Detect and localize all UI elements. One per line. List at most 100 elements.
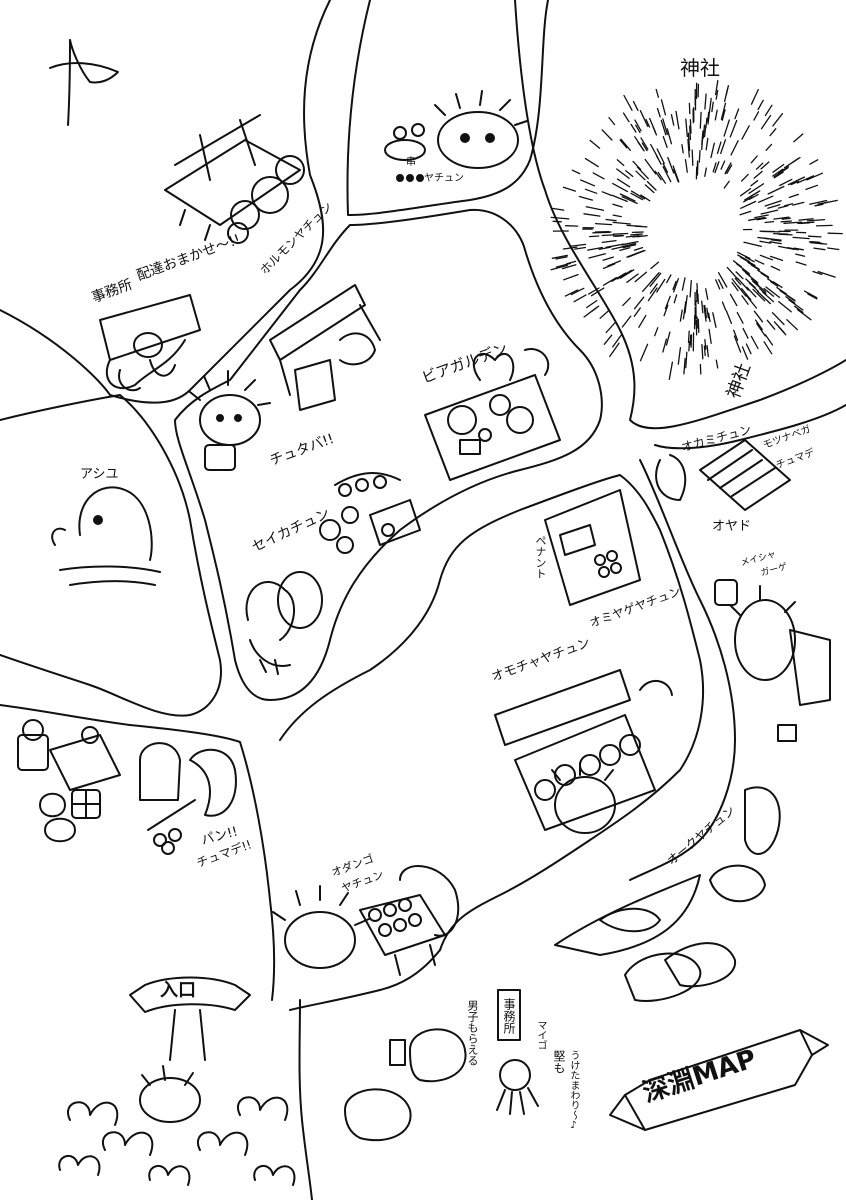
forest-hatch	[574, 295, 586, 302]
forest-hatch	[635, 297, 644, 309]
forest-hatch	[754, 282, 766, 292]
forest-hatch	[650, 273, 661, 286]
okami-inn-icon	[656, 440, 790, 510]
forest-hatch	[713, 313, 716, 328]
hormone-stall-icon	[165, 115, 304, 243]
forest-hatch	[663, 167, 671, 182]
forest-hatch	[620, 248, 630, 251]
forest-hatch	[758, 100, 763, 109]
forest-hatch	[761, 273, 769, 278]
entrance-bushes-icon	[59, 1066, 294, 1185]
forest-hatch	[650, 119, 656, 133]
forest-hatch	[777, 288, 786, 294]
forest-hatch	[770, 129, 776, 136]
forest-hatch	[676, 111, 679, 128]
forest-hatch	[721, 161, 725, 169]
forest-hatch	[719, 273, 727, 287]
food-bowl-icon	[385, 124, 425, 181]
forest-hatch	[757, 324, 766, 336]
forest-hatch	[702, 301, 703, 313]
forest-hatch	[579, 197, 592, 201]
forest-hatch	[553, 221, 561, 222]
forest-hatch	[793, 158, 800, 163]
forest-hatch	[737, 313, 743, 324]
forest-hatch	[711, 143, 714, 157]
forest-hatch	[800, 223, 810, 224]
forest-hatch	[806, 185, 817, 189]
forest-hatch	[684, 359, 685, 374]
forest-hatch	[705, 168, 707, 176]
forest-hatch	[657, 279, 665, 292]
forest-hatch	[674, 170, 678, 182]
forest-hatch	[680, 310, 682, 321]
forest-hatch	[752, 90, 759, 105]
forest-hatch	[658, 109, 661, 117]
forest-hatch	[758, 270, 769, 277]
label-maigo: マイゴ	[535, 1020, 545, 1050]
forest-hatch	[754, 171, 762, 178]
forest-hatch	[738, 286, 746, 296]
forest-hatch	[636, 171, 645, 180]
forest-hatch	[690, 281, 691, 297]
forest-hatch	[613, 184, 628, 192]
forest-hatch	[755, 260, 764, 264]
forest-hatch	[692, 150, 693, 165]
forest-hatch	[674, 295, 676, 303]
forest-hatch	[779, 327, 786, 335]
forest-hatch	[743, 347, 748, 359]
forest-hatch	[604, 335, 611, 344]
forest-hatch	[697, 161, 698, 172]
forest-hatch	[706, 118, 707, 127]
forest-hatch	[699, 151, 700, 162]
forest-hatch	[662, 100, 666, 115]
seika-vegetables-icon	[246, 473, 420, 674]
forest-hatch	[766, 144, 771, 150]
forest-hatch	[613, 204, 622, 207]
forest-hatch	[689, 331, 690, 342]
forest-hatch	[768, 187, 784, 195]
forest-hatch	[602, 241, 616, 243]
forest-hatch	[617, 169, 630, 178]
forest-hatch	[741, 202, 756, 209]
forest-hatch	[631, 234, 643, 235]
forest-hatch	[817, 225, 833, 226]
forest-hatch	[602, 192, 611, 196]
forest-hatch	[781, 221, 791, 222]
forest-hatch	[655, 328, 658, 336]
forest-hatch	[635, 272, 646, 281]
forest-hatch	[593, 173, 604, 179]
forest-hatch	[656, 90, 658, 98]
forest-hatch	[612, 273, 626, 281]
forest-hatch	[667, 275, 671, 283]
forest-hatch	[704, 346, 705, 355]
forest-hatch	[587, 301, 597, 308]
forest-hatch	[689, 342, 690, 351]
forest-hatch	[590, 140, 600, 148]
label-danshi: 男子もらえる	[467, 1000, 478, 1066]
forest-hatch	[609, 118, 615, 125]
forest-hatch	[589, 254, 605, 258]
forest-hatch	[698, 319, 699, 332]
forest-hatch	[756, 320, 763, 330]
forest-hatch	[640, 111, 647, 127]
forest-hatch	[709, 329, 711, 343]
forest-hatch	[743, 328, 748, 338]
north-arrow-icon	[50, 40, 118, 125]
label-jimusho2: 事務所	[503, 998, 515, 1034]
forest-hatch	[732, 283, 738, 291]
label-pennant: ペナント	[535, 535, 546, 579]
forest-hatch	[787, 320, 798, 330]
forest-hatch	[773, 114, 783, 126]
forest-hatch	[731, 141, 738, 155]
forest-hatch	[702, 345, 703, 359]
forest-hatch	[751, 181, 758, 186]
forest-hatch	[779, 302, 792, 312]
forest-hatch	[624, 113, 630, 122]
forest-hatch	[707, 308, 709, 318]
forest-hatch	[730, 294, 736, 305]
forest-hatch	[682, 278, 685, 290]
label-kushi-b: ヤチュン	[424, 174, 464, 184]
forest-hatch	[746, 344, 751, 354]
forest-hatch	[571, 288, 584, 294]
forest-hatch	[663, 339, 667, 352]
